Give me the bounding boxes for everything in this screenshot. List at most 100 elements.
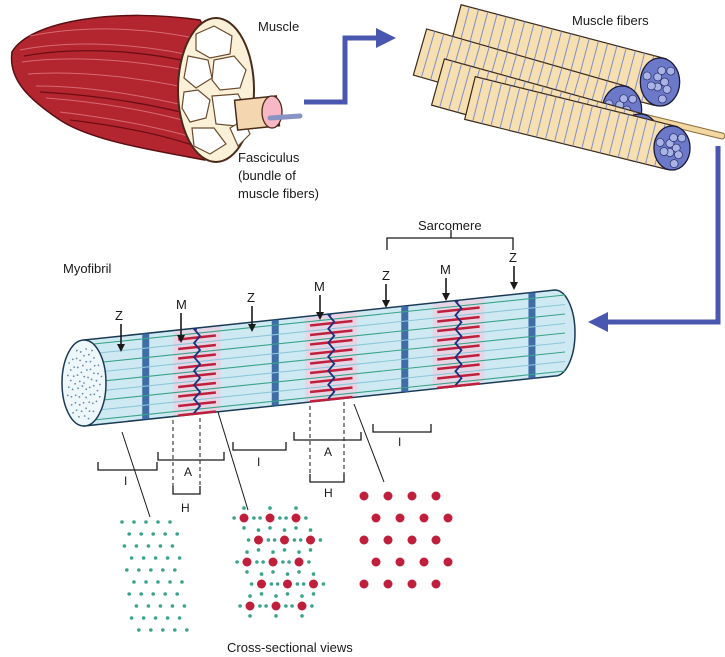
fiber-striation (457, 66, 472, 113)
actin-dot (318, 538, 323, 542)
label-arrow-head (510, 282, 518, 290)
fiber-striation (526, 92, 539, 135)
end-dot (93, 393, 96, 396)
end-dot (87, 417, 90, 420)
actin-dot (284, 604, 288, 608)
fiber-end-myofibril (669, 133, 678, 142)
arrow-fibers-to-myofibril-head (588, 312, 608, 332)
actin-dot (311, 592, 316, 596)
actin-dot (307, 560, 311, 564)
myosin-filament (178, 381, 217, 389)
myosin-dot (294, 557, 304, 567)
fiber-end-myofibril (662, 85, 672, 94)
fascicle-bundle-end (261, 95, 283, 129)
actin-filament (83, 341, 566, 394)
actin-dot (285, 592, 290, 596)
actin-dot (137, 628, 141, 632)
end-dot (95, 400, 98, 403)
myosin-filament (437, 353, 480, 361)
end-dot (79, 351, 82, 353)
end-dot (72, 375, 75, 378)
label-m-3: M (440, 262, 451, 277)
cross-section-pointers (121, 403, 385, 518)
end-dot (80, 410, 83, 413)
myosin-filament (437, 334, 480, 342)
myosin-dot (283, 579, 292, 589)
label-m-2: M (314, 279, 325, 294)
label-a-2: A (324, 445, 332, 459)
actin-dot (132, 520, 136, 524)
fiber-striation (608, 112, 621, 156)
myosin-dot (383, 535, 393, 545)
myosin-dot (254, 535, 263, 545)
end-dot (83, 415, 86, 417)
muscle-illustration (10, 14, 303, 163)
actin-dot (165, 616, 170, 620)
myosin-filament (437, 382, 480, 390)
end-dot (80, 371, 83, 374)
label-arrow-head (117, 344, 125, 352)
myofibril (61, 289, 576, 427)
fiber-striation (581, 105, 593, 149)
myosin-dot (309, 579, 318, 589)
myosin-dot (265, 513, 275, 523)
actin-dot (170, 544, 175, 548)
actin-dot (137, 568, 141, 572)
fiber-end-myofibril (666, 66, 676, 76)
actin-dot (153, 616, 158, 620)
fiber-striation (572, 103, 584, 147)
actin-filament (83, 370, 566, 422)
label-i-3: I (398, 435, 401, 449)
end-dot (82, 364, 84, 367)
label-myofibril: Myofibril (63, 261, 112, 276)
myosin-dot (359, 579, 369, 589)
myosin-dot (245, 601, 255, 611)
actin-filament (83, 332, 566, 384)
label-h-1: H (181, 501, 190, 515)
myosin-dot (239, 513, 249, 523)
end-dot (77, 387, 79, 390)
actin-dot (173, 628, 177, 632)
myosin-filament (309, 395, 353, 403)
actin-dot (301, 582, 306, 586)
actin-dot (274, 614, 278, 618)
band-brackets (97, 424, 432, 495)
myosin-dot (395, 557, 405, 567)
end-dot (74, 382, 77, 385)
actin-dot (156, 520, 160, 524)
fiber-striation (645, 121, 657, 165)
end-dot (91, 349, 93, 352)
myosin-filament (437, 372, 480, 380)
m-line (192, 328, 202, 414)
myosin-dot (407, 535, 417, 545)
end-dot (72, 412, 75, 414)
end-dot (83, 382, 85, 384)
myosin-dot (297, 601, 307, 611)
actin-dot (290, 604, 294, 608)
actin-dot (284, 516, 288, 520)
fiber-striation (490, 83, 503, 126)
actin-dot (127, 592, 131, 596)
cross-section-actin-myosin (232, 506, 326, 618)
actin-dot (304, 516, 308, 520)
myosin-dot (268, 557, 278, 567)
myosin-dot (419, 557, 429, 567)
label-muscle: Muscle (258, 19, 299, 34)
actin-filament (83, 313, 566, 365)
myosin-dot (431, 491, 441, 501)
myosin-dot (407, 491, 417, 501)
actin-dot (129, 616, 134, 620)
end-dot (88, 410, 91, 413)
end-dot (66, 374, 69, 377)
end-dot (74, 394, 77, 397)
actin-dot (275, 582, 280, 586)
myosin-filament (309, 386, 353, 394)
myosin-dot (407, 579, 417, 589)
actin-dot (285, 572, 290, 576)
fiber-end-myofibril (669, 159, 679, 168)
label-a-1: A (184, 465, 192, 479)
end-dot (91, 402, 94, 405)
actin-dot (249, 582, 254, 586)
cross-section-myosin-only (359, 491, 453, 589)
